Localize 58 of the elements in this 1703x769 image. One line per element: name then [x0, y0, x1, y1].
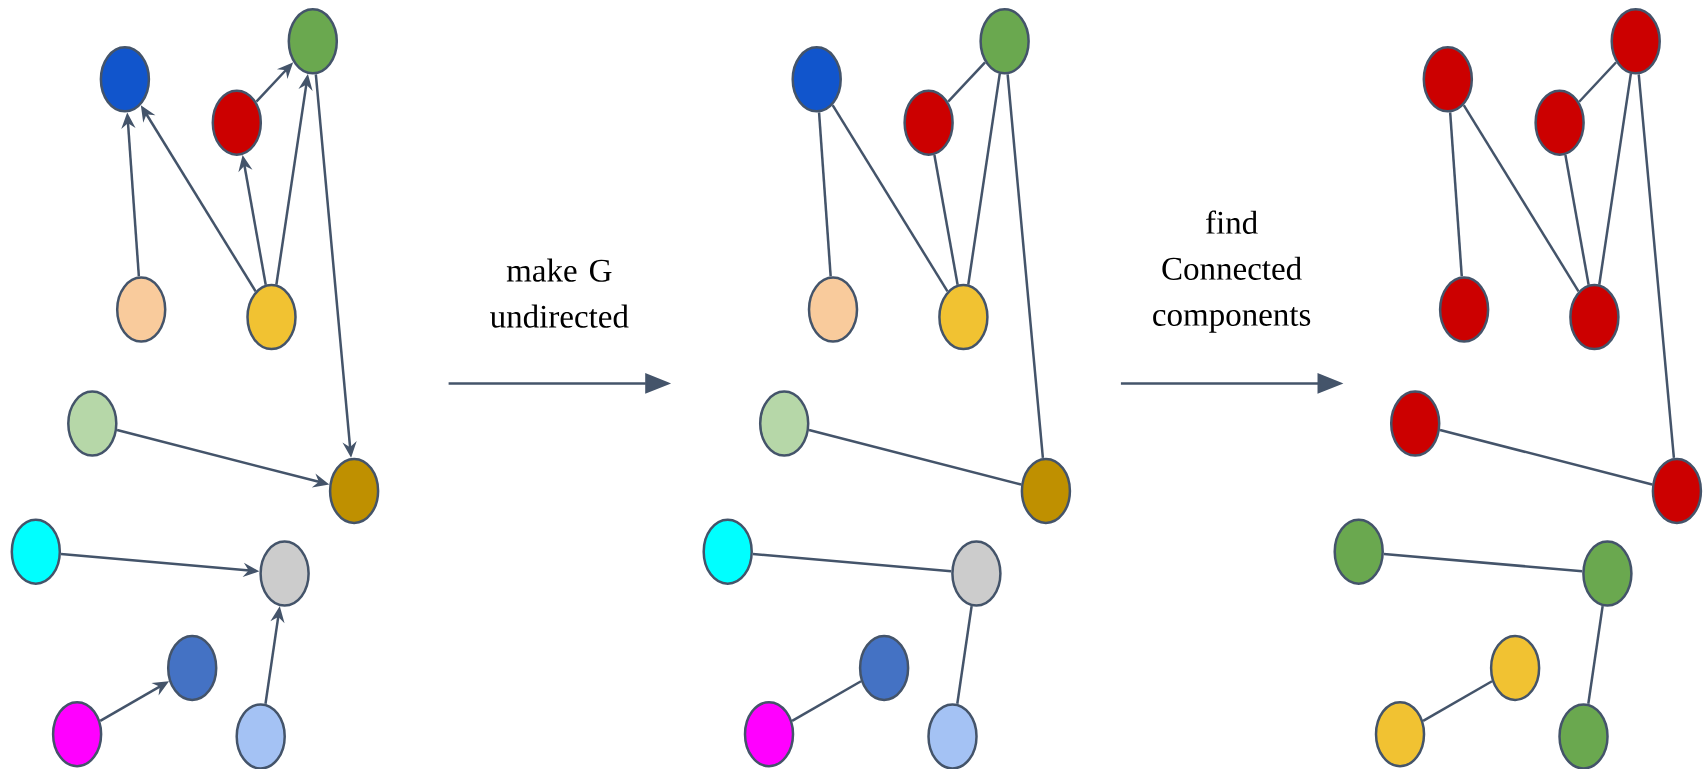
graph-node [1582, 540, 1633, 607]
graph-node [938, 283, 989, 351]
graph-node [211, 89, 263, 156]
graph-node [51, 700, 103, 768]
graph-node [328, 457, 380, 525]
graph-node [1569, 283, 1620, 351]
step-label: find Connected components [1153, 210, 1311, 333]
graph-node [903, 89, 954, 156]
edge-line [808, 428, 1022, 486]
graph-node [259, 540, 310, 607]
edge-line [1598, 73, 1633, 285]
edge-line [1006, 74, 1045, 458]
graph-node [166, 634, 218, 702]
edge-line [1422, 680, 1493, 722]
edge-line [1462, 104, 1580, 292]
graph-node [1651, 457, 1703, 525]
edge-line [752, 552, 952, 573]
graph-node [807, 276, 859, 343]
graph-node [99, 46, 151, 113]
edge-line [817, 112, 832, 277]
graph-node [979, 8, 1030, 75]
graph-node [927, 703, 978, 769]
edge-line [1564, 154, 1590, 285]
graph-node [246, 283, 297, 351]
graph-node [951, 540, 1002, 607]
edge-line [933, 154, 959, 285]
graph-node [1422, 46, 1474, 113]
graph-node [1389, 390, 1441, 457]
edge-line [791, 680, 862, 722]
step-label: make G undirected [490, 258, 629, 328]
graph-node [1333, 518, 1384, 585]
graph-node [1558, 703, 1609, 769]
graph-node [791, 46, 842, 113]
graph-node [67, 390, 118, 457]
edge-line [1587, 605, 1604, 704]
graph-node [1438, 276, 1490, 343]
graph-node [10, 518, 62, 585]
graph-node [758, 390, 810, 457]
edge-line [1578, 61, 1618, 103]
edge-line [1448, 112, 1463, 277]
edge-line [947, 61, 986, 103]
edge-line [1439, 428, 1653, 486]
edge-line [967, 73, 1001, 285]
graph-node [235, 703, 286, 769]
graph-node [1534, 89, 1585, 156]
edge-line [1637, 74, 1676, 458]
edge-line [1383, 552, 1583, 573]
edge-line [831, 104, 949, 292]
graph-node [1374, 700, 1426, 768]
edge-line [956, 605, 973, 704]
graph-node [1489, 634, 1541, 702]
graph-node [287, 8, 339, 75]
graph-node [743, 700, 795, 768]
graph-node [115, 276, 167, 343]
graph-node [1610, 8, 1661, 75]
graph-node [858, 634, 910, 702]
graph-node [1020, 457, 1072, 525]
graph-node [702, 518, 753, 585]
